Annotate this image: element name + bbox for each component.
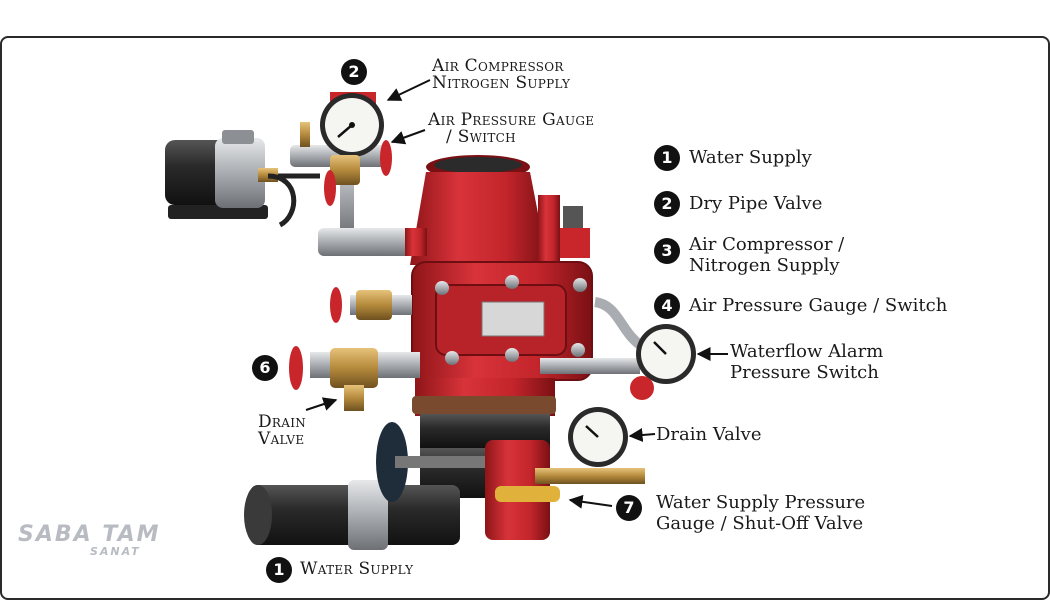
callout-air-compressor-line1: Air Compressor xyxy=(432,56,564,76)
watermark-logo: SABA TAM SANAT xyxy=(18,522,161,558)
callout-air-compressor: Air Compressor Nitrogen Supply xyxy=(432,58,570,92)
air-compressor xyxy=(165,130,320,228)
callout-air-pressure-gauge: Air Pressure Gauge / Switch xyxy=(428,112,594,146)
air-pressure-gauge-assembly xyxy=(290,92,413,256)
callout-drain-valve-left-line1: Drain xyxy=(258,412,307,432)
legend-item-dry-pipe-valve: Dry Pipe Valve xyxy=(689,193,823,214)
legend-badge-3: 3 xyxy=(654,238,680,264)
callout-drain-valve-left: Drain Valve xyxy=(258,414,306,448)
callout-water-supply-gauge-line2: Gauge / Shut-Off Valve xyxy=(656,513,864,534)
callout-badge-7: 7 xyxy=(616,495,642,521)
legend-item-air-compressor: Air Compressor / Nitrogen Supply xyxy=(689,234,844,276)
callout-water-supply-gauge-line1: Water Supply Pressure xyxy=(656,492,866,513)
callout-waterflow-alarm: Waterflow Alarm Pressure Switch xyxy=(730,341,883,383)
drain-valve-left-assembly xyxy=(289,287,420,411)
dry-pipe-valve-body xyxy=(405,155,593,448)
watermark-sub: SANAT xyxy=(90,545,141,558)
callout-air-compressor-line2: Nitrogen Supply xyxy=(432,73,571,93)
callout-water-supply: Water Supply xyxy=(300,559,414,579)
legend-badge-2: 2 xyxy=(654,191,680,217)
callout-drain-valve-left-line2: Valve xyxy=(258,429,305,449)
legend-item-air-compressor-line2: Nitrogen Supply xyxy=(689,255,840,276)
callout-water-supply-gauge: Water Supply Pressure Gauge / Shut-Off V… xyxy=(656,492,865,534)
legend-badge-1: 1 xyxy=(654,145,680,171)
callout-waterflow-alarm-line1: Waterflow Alarm xyxy=(730,341,884,362)
callout-arrows xyxy=(305,79,728,509)
callout-air-pressure-gauge-line2: / Switch xyxy=(446,127,516,147)
legend-item-air-pressure-gauge: Air Pressure Gauge / Switch xyxy=(689,295,948,316)
callout-badge-2: 2 xyxy=(341,59,367,85)
watermark-main: SABA TAM xyxy=(18,522,161,547)
waterflow-alarm-assembly xyxy=(540,297,696,400)
callout-badge-6: 6 xyxy=(252,355,278,381)
water-supply-piping xyxy=(244,407,645,550)
callout-drain-valve-right: Drain Valve xyxy=(656,424,762,445)
legend-badge-4: 4 xyxy=(654,293,680,319)
callout-air-pressure-gauge-line1: Air Pressure Gauge xyxy=(428,110,595,130)
callout-badge-1: 1 xyxy=(266,557,292,583)
legend-item-air-compressor-line1: Air Compressor / xyxy=(689,234,845,255)
legend-item-water-supply: Water Supply xyxy=(689,147,812,168)
callout-waterflow-alarm-line2: Pressure Switch xyxy=(730,362,879,383)
